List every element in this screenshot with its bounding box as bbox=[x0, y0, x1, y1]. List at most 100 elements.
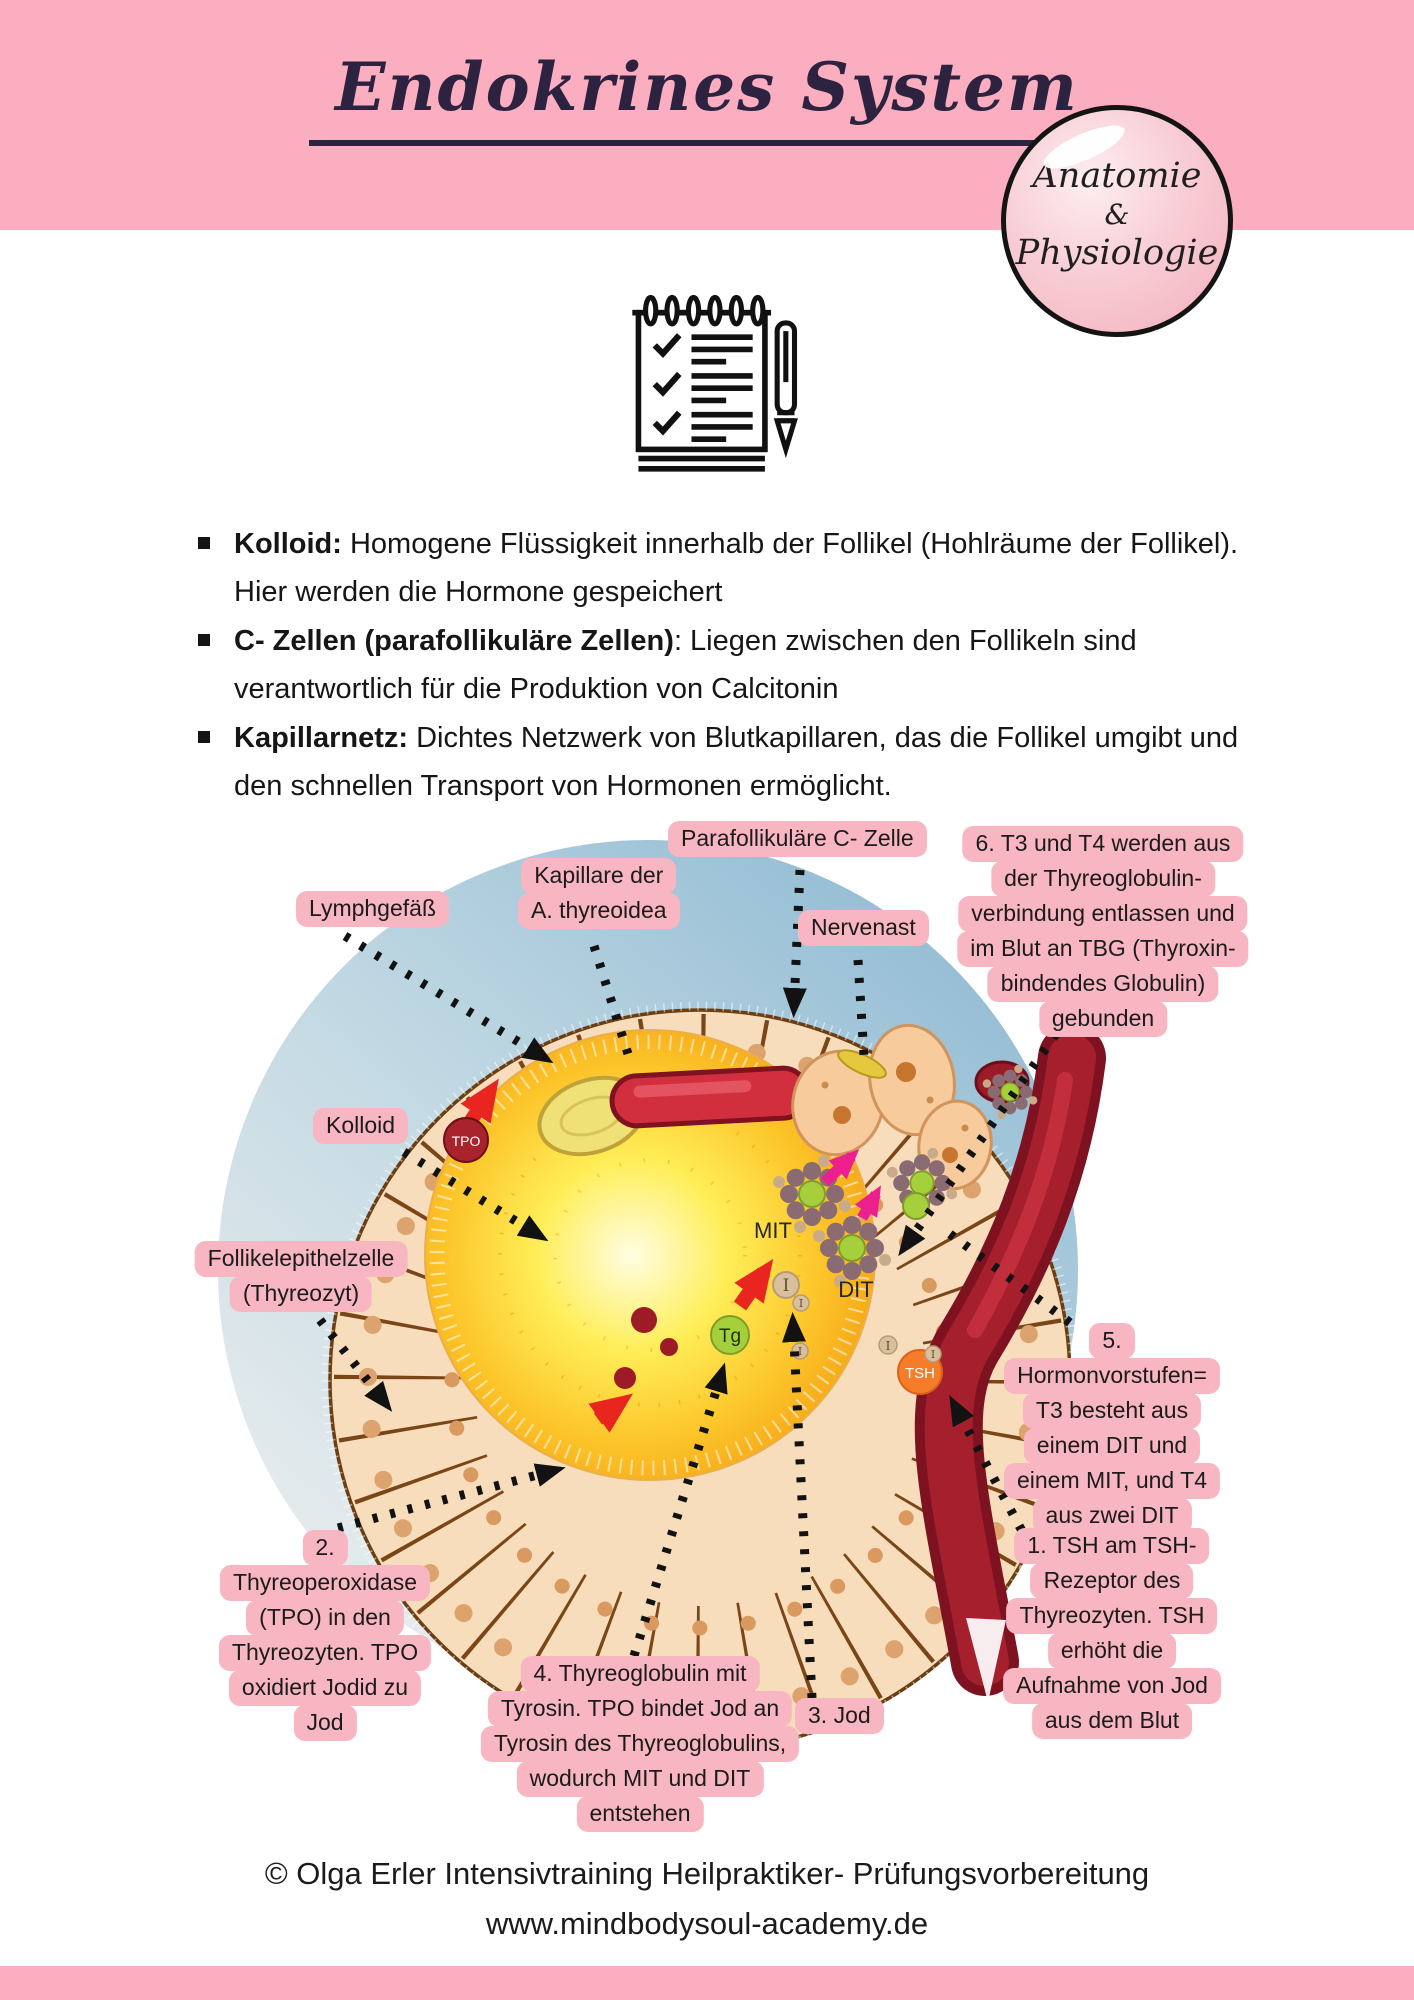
label-line: Thyreoperoxidase bbox=[219, 1565, 431, 1601]
bullet-item-kapillarnetz: Kapillarnetz: Dichtes Netzwerk von Blutk… bbox=[196, 714, 1256, 810]
label-line: einem DIT und bbox=[1023, 1428, 1201, 1464]
dotted-arrow-step6 bbox=[898, 1031, 1060, 1257]
red-arrow bbox=[460, 1078, 499, 1126]
label-line: 2. bbox=[302, 1530, 348, 1566]
label-line: 4. Thyreoglobulin mit bbox=[520, 1656, 760, 1692]
bullet-list: Kolloid: Homogene Flüssigkeit innerhalb … bbox=[196, 520, 1256, 811]
bullet-square-icon bbox=[198, 731, 210, 743]
label-parafollikulaere-c-zelle: Parafollikuläre C- Zelle bbox=[668, 821, 927, 857]
tsh-label: TSH bbox=[905, 1365, 935, 1382]
iodine-label: I bbox=[886, 1339, 891, 1353]
bullet-square-icon bbox=[198, 634, 210, 646]
checklist-icon bbox=[632, 294, 798, 472]
badge-line-1: Anatomie bbox=[1032, 156, 1202, 196]
label-line: der Thyreoglobulin- bbox=[991, 861, 1215, 897]
label-line: (Thyreozyt) bbox=[229, 1276, 373, 1312]
label-line: Nervenast bbox=[798, 910, 929, 946]
badge-ampersand: & bbox=[1104, 198, 1130, 231]
label-line: wodurch MIT und DIT bbox=[516, 1761, 764, 1797]
label-line: oxidiert Jodid zu bbox=[228, 1670, 422, 1706]
label-line: Jod bbox=[293, 1705, 357, 1741]
bullet-text: Dichtes Netzwerk von Blutkapillaren, das… bbox=[234, 722, 1239, 802]
label-line: 3. Jod bbox=[795, 1698, 884, 1734]
label-line: 6. T3 und T4 werden aus bbox=[962, 826, 1244, 862]
label-line: entstehen bbox=[576, 1796, 704, 1832]
colloid-droplets bbox=[614, 1307, 678, 1389]
label-line: Lymphgefäß bbox=[296, 891, 449, 927]
dotted-arrow-kapillare bbox=[589, 944, 633, 1056]
iodine-label: I bbox=[783, 1276, 790, 1296]
tg-circle: Tg bbox=[710, 1315, 750, 1355]
bullet-term: Kapillarnetz: bbox=[234, 722, 409, 754]
bullet-text: : Liegen zwischen den Follikeln sind ver… bbox=[234, 625, 1137, 705]
label-line: A. thyreoidea bbox=[518, 893, 680, 929]
page-title: Endokrines System bbox=[0, 48, 1414, 146]
label-line: Kapillare der bbox=[521, 858, 677, 894]
label-lymphgefaess: Lymphgefäß bbox=[296, 891, 449, 927]
label-line: Tyrosin des Thyreoglobulins, bbox=[480, 1726, 800, 1762]
iodine-label: I bbox=[799, 1297, 803, 1310]
label-kolloid: Kolloid bbox=[313, 1108, 409, 1144]
label-line: Follikelepithelzelle bbox=[194, 1241, 408, 1277]
label-line: bindendes Globulin) bbox=[987, 966, 1219, 1002]
label-line: Thyreozyten. TPO bbox=[218, 1635, 432, 1671]
label-nervenast: Nervenast bbox=[798, 910, 929, 946]
label-line: aus dem Blut bbox=[1031, 1703, 1193, 1739]
label-line: Thyreozyten. TSH bbox=[1006, 1598, 1218, 1634]
label-kapillare: Kapillare der A. thyreoidea bbox=[518, 858, 680, 929]
pink-arrow bbox=[854, 1185, 882, 1221]
dotted-arrow-step2 bbox=[336, 1463, 566, 1533]
green-molecule-dot bbox=[902, 1192, 930, 1220]
label-line: 1. TSH am TSH- bbox=[1014, 1528, 1210, 1564]
tpo-circle: TPO bbox=[443, 1117, 489, 1163]
label-step5: 5. Hormonvorstufen= T3 besteht aus einem… bbox=[1003, 1323, 1221, 1534]
label-line: gebunden bbox=[1038, 1001, 1168, 1037]
dotted-arrow-lymphgefaess bbox=[342, 932, 554, 1064]
bullet-item-kolloid: Kolloid: Homogene Flüssigkeit innerhalb … bbox=[196, 520, 1256, 616]
iodine-atoms: I I I I I bbox=[772, 1271, 942, 1363]
label-line: T3 besteht aus bbox=[1022, 1393, 1202, 1429]
vessel-white-tip bbox=[966, 1618, 1006, 1702]
footer-website: www.mindbodysoul-academy.de bbox=[485, 1906, 929, 1941]
dotted-arrows bbox=[316, 869, 1090, 1699]
footer-copyright: © Olga Erler Intensivtraining Heilprakti… bbox=[264, 1856, 1150, 1891]
pink-arrow bbox=[821, 1149, 860, 1186]
tg-label: Tg bbox=[719, 1326, 741, 1347]
bullet-square-icon bbox=[198, 537, 210, 549]
page-title-text: Endokrines System bbox=[309, 48, 1105, 146]
bullet-item-c-zellen: C- Zellen (parafollikuläre Zellen): Lieg… bbox=[196, 617, 1256, 713]
blood-vessel-shape bbox=[914, 1024, 1106, 1702]
bullet-text: Homogene Flüssigkeit innerhalb der Folli… bbox=[234, 528, 1239, 608]
bullet-term: C- Zellen (parafollikuläre Zellen) bbox=[234, 625, 674, 657]
label-line: Rezeptor des bbox=[1030, 1563, 1194, 1599]
label-follikelepithelzelle: Follikelepithelzelle (Thyreozyt) bbox=[194, 1241, 408, 1312]
label-step1: 1. TSH am TSH- Rezeptor des Thyreozyten.… bbox=[1003, 1528, 1221, 1739]
iodine-label: I bbox=[798, 1345, 802, 1358]
label-line: 5. bbox=[1089, 1323, 1135, 1359]
label-line: Kolloid bbox=[313, 1108, 409, 1144]
badge-line-2: Physiologie bbox=[1015, 233, 1219, 273]
notepad-icon bbox=[632, 294, 772, 472]
label-line: Parafollikuläre C- Zelle bbox=[668, 821, 927, 857]
red-arrow bbox=[588, 1393, 633, 1433]
capillary-shape bbox=[609, 1065, 811, 1129]
label-line: einem MIT, und T4 bbox=[1003, 1463, 1221, 1499]
label-line: Aufnahme von Jod bbox=[1003, 1668, 1221, 1704]
label-step4: 4. Thyreoglobulin mit Tyrosin. TPO binde… bbox=[480, 1656, 800, 1832]
label-line: verbindung entlassen und bbox=[958, 896, 1248, 932]
nerve-branch-shape bbox=[837, 1049, 887, 1079]
label-line: (TPO) in den bbox=[246, 1600, 404, 1636]
tpo-label: TPO bbox=[452, 1133, 481, 1149]
label-step2: 2. Thyreoperoxidase (TPO) in den Thyreoz… bbox=[218, 1530, 432, 1741]
dotted-arrow-step4 bbox=[629, 1362, 728, 1658]
label-line: Hormonvorstufen= bbox=[1004, 1358, 1220, 1394]
red-arrow bbox=[733, 1258, 774, 1311]
label-line: erhöht die bbox=[1047, 1633, 1177, 1669]
footer-band bbox=[0, 1966, 1414, 2000]
mit-text: MIT bbox=[754, 1218, 792, 1243]
pen-icon bbox=[773, 320, 798, 459]
dit-text: DIT bbox=[838, 1277, 873, 1302]
iodine-label: I bbox=[931, 1348, 935, 1361]
bullet-term: Kolloid: bbox=[234, 528, 342, 560]
